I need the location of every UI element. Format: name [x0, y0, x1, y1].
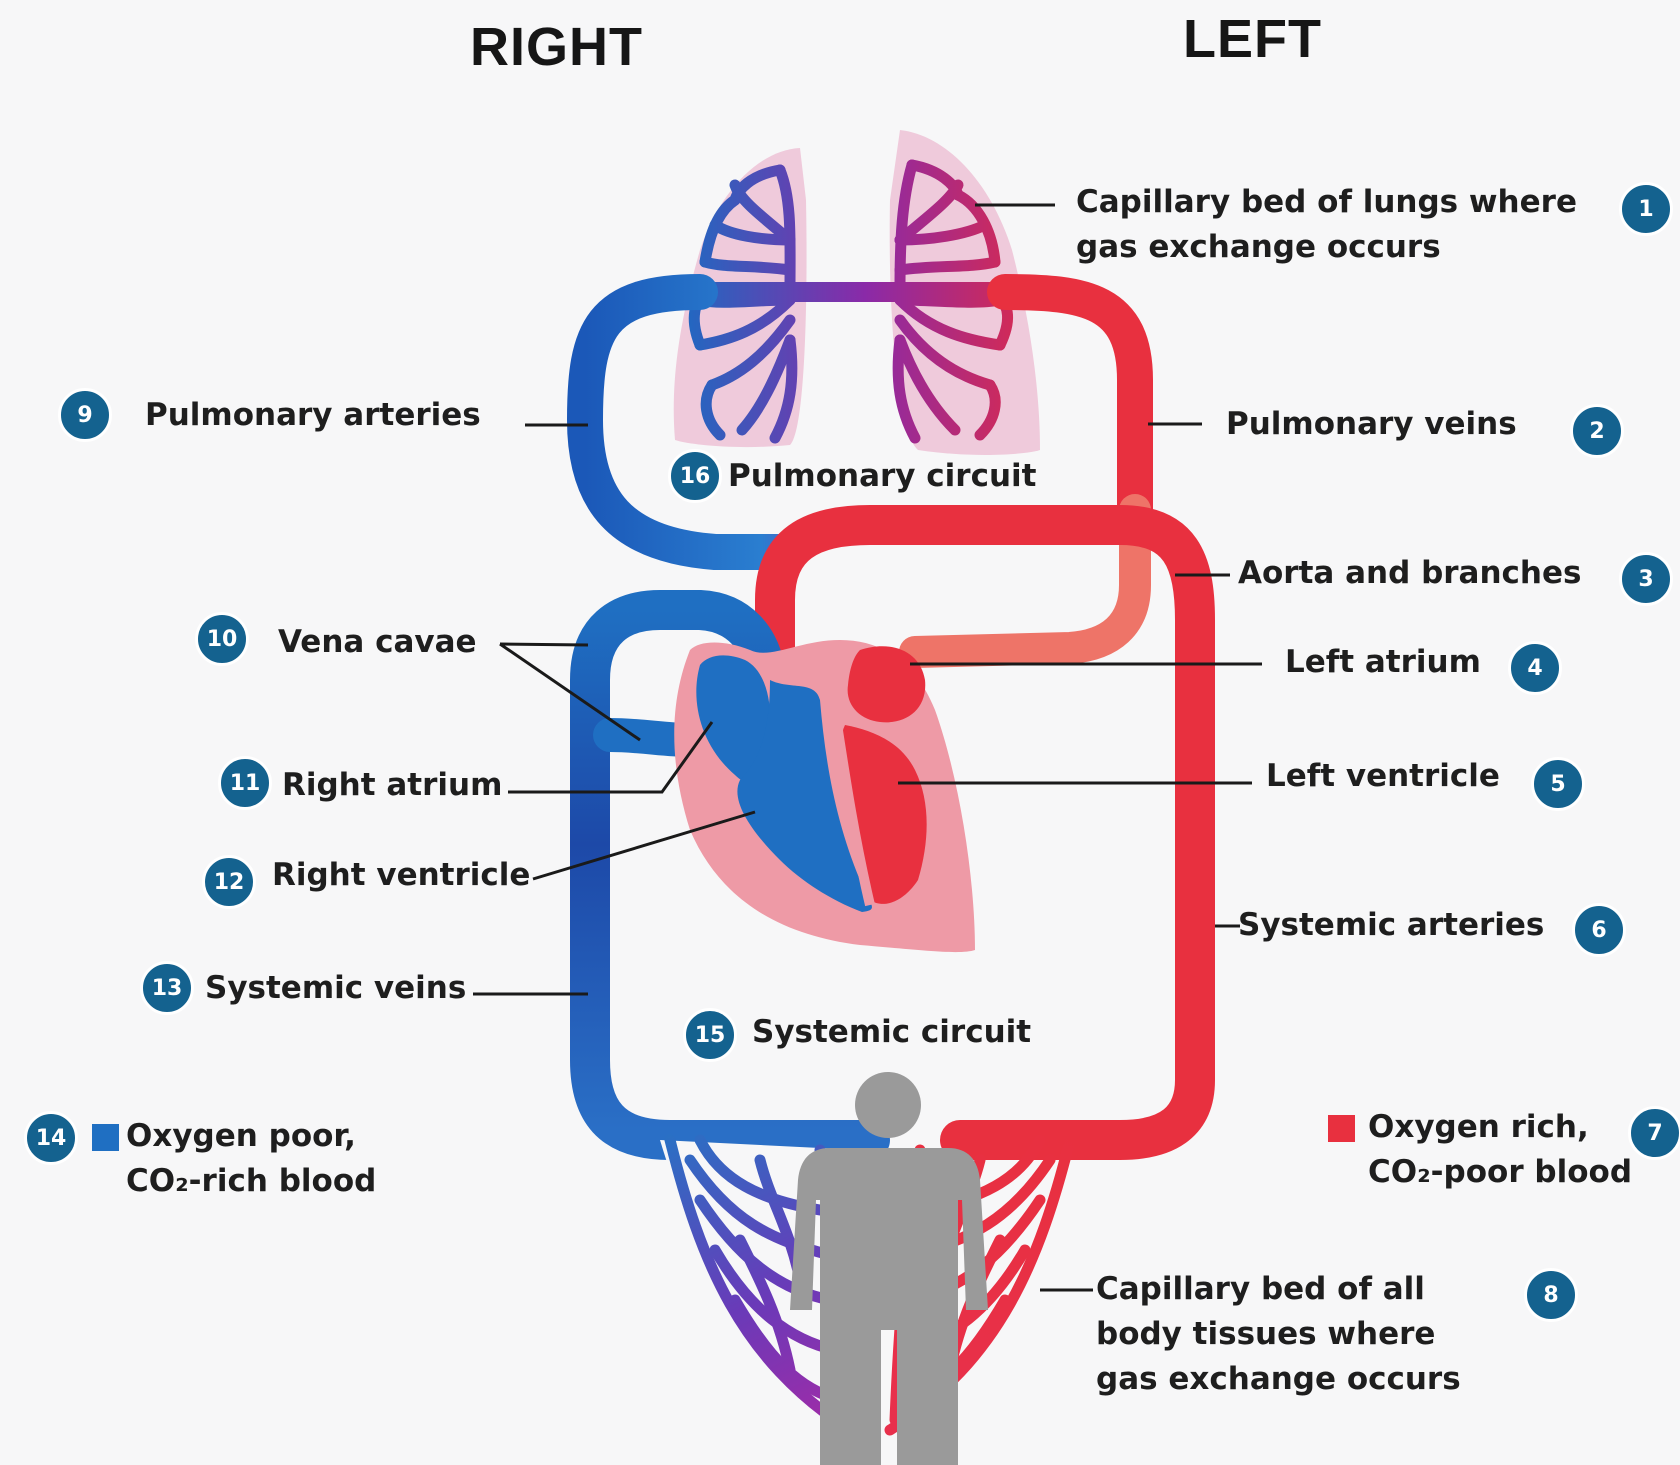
label-pulmonary-arteries: Pulmonary arteries [145, 393, 481, 438]
badge-7: 7 [1628, 1106, 1680, 1160]
badge-6: 6 [1572, 903, 1626, 957]
label-systemic-arteries: Systemic arteries [1238, 903, 1544, 948]
badge-8: 8 [1524, 1268, 1578, 1322]
oxygen-poor-swatch [92, 1124, 119, 1151]
label-aorta-and-branches: Aorta and branches [1238, 551, 1581, 596]
badge-13: 13 [140, 961, 194, 1015]
label-pulmonary-veins: Pulmonary veins [1226, 402, 1517, 447]
oxygen-rich-swatch [1328, 1115, 1355, 1142]
badge-16: 16 [668, 449, 722, 503]
badge-10: 10 [195, 612, 249, 666]
label-oxygen-poor-blood: Oxygen poor, CO₂-rich blood [126, 1114, 376, 1204]
label-systemic-circuit: Systemic circuit [752, 1010, 1031, 1055]
badge-12: 12 [202, 855, 256, 909]
label-oxygen-rich-blood: Oxygen rich, CO₂-poor blood [1368, 1105, 1632, 1195]
left-side-heading: LEFT [1183, 8, 1322, 70]
right-side-heading: RIGHT [470, 16, 643, 78]
label-lung-capillary-bed: Capillary bed of lungs where gas exchang… [1076, 180, 1577, 270]
label-left-atrium: Left atrium [1285, 640, 1481, 685]
heart [674, 640, 975, 952]
label-vena-cavae: Vena cavae [278, 620, 477, 665]
badge-4: 4 [1508, 641, 1562, 695]
label-right-atrium: Right atrium [282, 763, 502, 808]
label-right-ventricle: Right ventricle [272, 853, 530, 898]
badge-1: 1 [1619, 182, 1673, 236]
lungs [674, 130, 1040, 455]
badge-3: 3 [1619, 552, 1673, 606]
badge-15: 15 [683, 1008, 737, 1062]
badge-9: 9 [58, 388, 112, 442]
label-left-ventricle: Left ventricle [1266, 754, 1500, 799]
left-atrium [848, 646, 926, 722]
label-body-capillary-bed: Capillary bed of all body tissues where … [1096, 1267, 1461, 1402]
label-systemic-veins: Systemic veins [205, 966, 466, 1011]
badge-14: 14 [24, 1111, 78, 1165]
badge-2: 2 [1570, 404, 1624, 458]
label-pulmonary-circuit: Pulmonary circuit [728, 454, 1036, 499]
badge-11: 11 [218, 756, 272, 810]
badge-5: 5 [1531, 757, 1585, 811]
